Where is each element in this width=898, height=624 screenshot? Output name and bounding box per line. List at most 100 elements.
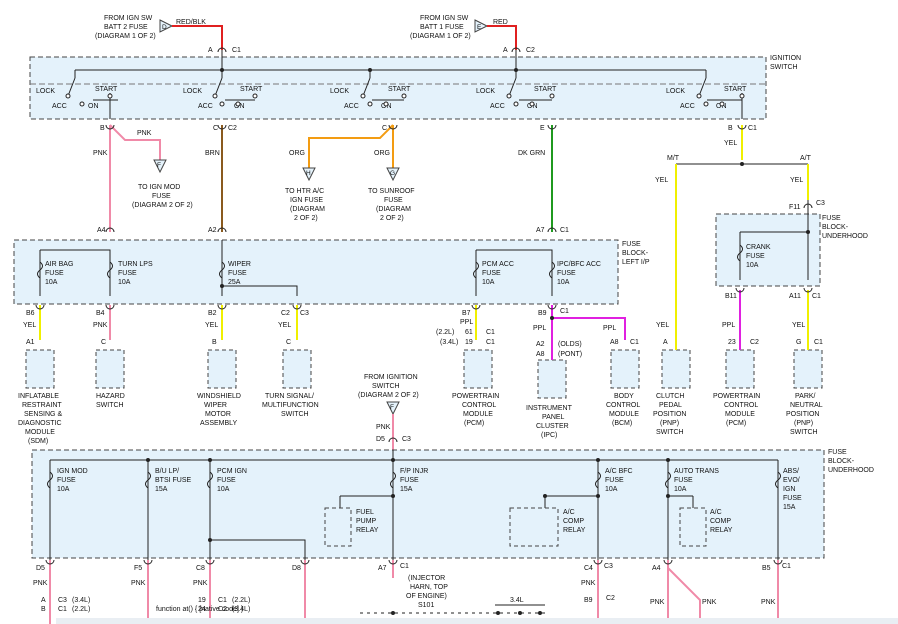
pnp-name-5: SWITCH [790,429,818,436]
uh-fuse-pcmign-3: 10A [217,486,230,493]
conn-c1-batt2: C1 [232,47,241,54]
injector-3: OF ENGINE) [406,593,447,600]
bot-c3-22l: (2.2L) [232,597,250,604]
w-yel-sdm: YEL [23,322,36,329]
lbl-lock-5: LOCK [666,88,685,95]
fp-relay-3: RELAY [356,527,379,534]
bot-c1-a: A [41,597,46,604]
lbl-acc-4: ACC [490,103,505,110]
wire-org-label-2: ORG [374,150,390,157]
lbl-on-3: ON [381,103,392,110]
fb-ip-out-c2: C2 [281,310,290,317]
pcm-conn-c1a: C1 [486,329,495,336]
src-batt2-line3: (DIAGRAM 1 OF 2) [95,33,156,40]
uh-fuse-ignmod-2: FUSE [57,477,76,484]
bot-c3-24: 24 [198,606,206,613]
uh-small-in-conn: C3 [816,200,825,207]
lbl-start-5: START [724,86,747,93]
offsheet-flag-d [159,19,174,33]
uh-out-c4: C4 [584,565,593,572]
pnp-name-1: PARK/ [795,393,816,400]
bot-c2-at: function at() { [native code] } [156,606,244,613]
lbl-start-3: START [388,86,411,93]
wire-yel-at-label: YEL [790,177,803,184]
pcm-34l: (3.4L) [440,339,458,346]
bot-pnk-7: PNK [761,599,776,606]
injector-s101: S101 [418,602,434,609]
w-pnk-ign: PNK [376,424,391,431]
wire-red-blk-label: RED/BLK [176,19,206,26]
pcm1-name-3: MODULE [463,411,493,418]
pcm2-name-2: CONTROL [724,402,758,409]
hazard-name-1: HAZARD [96,393,125,400]
uh-out-c8: C8 [196,565,205,572]
pcm1-name-4: (PCM) [464,420,484,427]
pnp-name-4: (PNP) [794,420,813,427]
fuse-ipcbfc-1: IPC/BFC ACC [557,261,601,268]
fb-ip-in-a2: A2 [208,227,217,234]
offsheet-flag-f2 [386,401,400,416]
clutch-name-2: PEDAL [659,402,682,409]
flag-f-label: F [157,162,161,169]
bot-c3-c2: C2 [218,606,227,613]
bot-pnk-5: PNK [650,599,665,606]
ipc-name-2: PANEL [542,414,565,421]
out-pin-c-2: C [382,125,387,132]
sdm-name-6: (SDM) [28,438,48,445]
pcm-pin-61: 61 [465,329,473,336]
lbl-acc-3: ACC [344,103,359,110]
wire-mt-label: M/T [667,155,680,162]
lbl-acc-2: ACC [198,103,213,110]
bcm-name-2: CONTROL [606,402,640,409]
uh-out-b5: B5 [762,565,771,572]
clutch-name-4: (PNP) [660,420,679,427]
bot-pnk-4: PNK [581,580,596,587]
flag-h-label: H [306,170,311,177]
wiper-name-4: ASSEMBLY [200,420,238,427]
ipc-pin-a2: A2 [536,341,545,348]
uh-fuse-ignmod-1: IGN MOD [57,468,88,475]
src-ign-line1: FROM IGNITION [364,374,418,381]
flag-e-label: E [477,24,482,31]
pcm2-pin-23: 23 [728,339,736,346]
fb-ip-out-b4: B4 [96,310,105,317]
bot-pnk-1: PNK [33,580,48,587]
fuse-ipcbfc-2: FUSE [557,270,576,277]
fb-ip-title-2: BLOCK- [622,250,649,257]
fp-relay-2: PUMP [356,518,377,525]
uh-small-in-pin: F11 [789,204,801,211]
bot-c3-34l: (3.4L) [232,606,250,613]
ac-relay2-2: COMP [710,518,731,525]
uh-small-title-1: FUSE [822,215,841,222]
out-pin-b-2: B [728,125,733,132]
uh-fuse-bulp-3: 15A [155,486,168,493]
fuse-wiper-2: FUSE [228,270,247,277]
ipc-pont: (PONT) [558,351,582,358]
ipc-box [537,359,567,399]
fb-uh-title-1: FUSE [828,449,847,456]
w-ppl-pcm: PPL [460,319,473,326]
bot-pnk-2: PNK [131,580,146,587]
lbl-lock-2: LOCK [183,88,202,95]
fuse-ipcbfc-3: 10A [557,279,570,286]
hazard-name-2: SWITCH [96,402,124,409]
offsheet-flag-g [386,167,400,182]
pcm-box-2 [725,349,755,389]
ipc-olds: (OLDS) [558,341,582,348]
crank-fuse-2: FUSE [746,253,765,260]
ac-relay1-2: COMP [563,518,584,525]
sdm-name-1: INFLATABLE [18,393,59,400]
clutch-pnp-box [661,349,691,389]
fb-ip-out-c3: C3 [300,310,309,317]
uh-fuse-acbfc-2: FUSE [605,477,624,484]
wire-pnk-label-2: PNK [93,150,108,157]
bot-c3-19: 19 [198,597,206,604]
lbl-acc-5: ACC [680,103,695,110]
bot-pnk-3: PNK [193,580,208,587]
out-pin-b-1: B [100,125,105,132]
sdm-name-5: MODULE [25,429,55,436]
offsheet-sunroof-3: (DIAGRAM [376,206,411,213]
offsheet-htr-2: IGN FUSE [290,197,323,204]
fb-ip-in-c1: C1 [560,227,569,234]
fuse-turnlps-3: 10A [118,279,131,286]
